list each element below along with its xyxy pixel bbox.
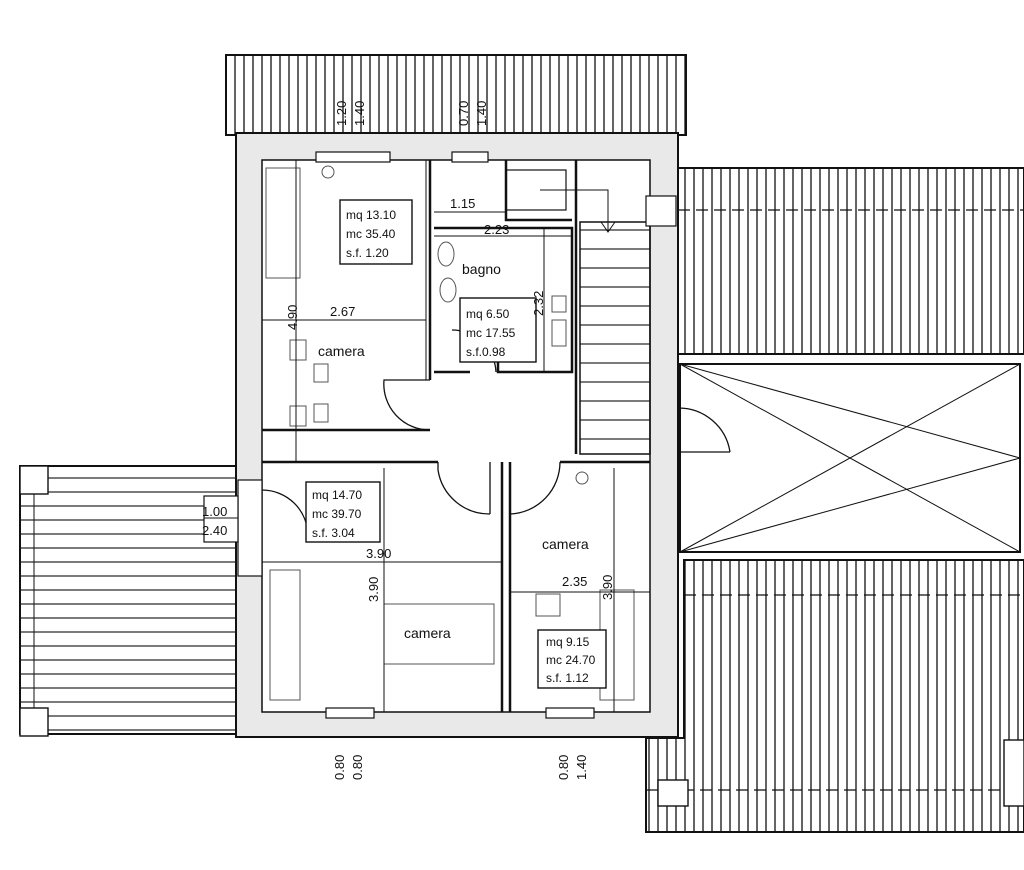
info-sf: s.f. 3.04 [312,526,355,540]
info-area: mq 9.15 [546,635,590,649]
dim-opening-bottom-right-a: 0.80 [556,755,571,780]
info-box-bagno [459,297,537,363]
furniture [265,165,635,701]
interior-walls [261,160,650,712]
dim-opening-top-right-b: 1.40 [474,101,489,126]
dim-opening-top-left-b: 1.40 [352,101,367,126]
windows [237,151,677,719]
dimension-lines [262,160,650,712]
info-box-camera2 [305,481,381,543]
roof-right-lower [645,559,1024,833]
info-area: mq 6.50 [466,307,510,321]
dim-opening-bottom-left-a: 0.80 [332,755,347,780]
dim-bagno-top: 1.15 [450,196,475,211]
dim-camera2-width: 3.90 [366,546,391,561]
dim-camera1-width: 2.67 [330,304,355,319]
west-opening: 1.00 2.40 [202,495,239,543]
info-area: mq 14.70 [312,488,362,502]
dim-opening-bottom-right-b: 1.40 [574,755,589,780]
info-volume: mc 17.55 [466,326,516,340]
roof-right-upper [677,167,1024,355]
info-sf: s.f.0.98 [466,345,506,359]
dim-opening-west-a: 1.00 [202,504,227,519]
info-volume: mc 35.40 [346,227,396,241]
dim-bagno-width: 2.23 [484,222,509,237]
info-area: mq 13.10 [346,208,396,222]
info-volume: mc 39.70 [312,507,362,521]
info-sf: s.f. 1.12 [546,671,589,685]
room-label-camera1: camera [318,343,365,359]
info-box-camera1 [339,199,413,265]
doors [261,329,731,537]
dim-camera3-height: 3.90 [600,575,615,600]
info-volume: mc 24.70 [546,653,596,667]
dim-opening-top-right-a: 0.70 [456,101,471,126]
void-cross [679,363,1021,553]
room-label-bagno: bagno [462,261,501,277]
dim-camera1-height: 4.90 [285,305,300,330]
room-label-camera2: camera [404,625,451,641]
roof-top [225,54,687,136]
room-label-camera3: camera [542,536,589,552]
info-box-camera3 [537,629,607,689]
info-sf: s.f. 1.20 [346,246,389,260]
dim-camera3-width: 2.35 [562,574,587,589]
dim-bagno-height: 2.32 [531,291,546,316]
dim-camera2-height: 3.90 [366,577,381,602]
staircase [540,160,651,455]
dim-opening-bottom-left-b: 0.80 [350,755,365,780]
dim-opening-west-b: 2.40 [202,523,227,538]
dim-opening-top-left-a: 1.20 [334,101,349,126]
